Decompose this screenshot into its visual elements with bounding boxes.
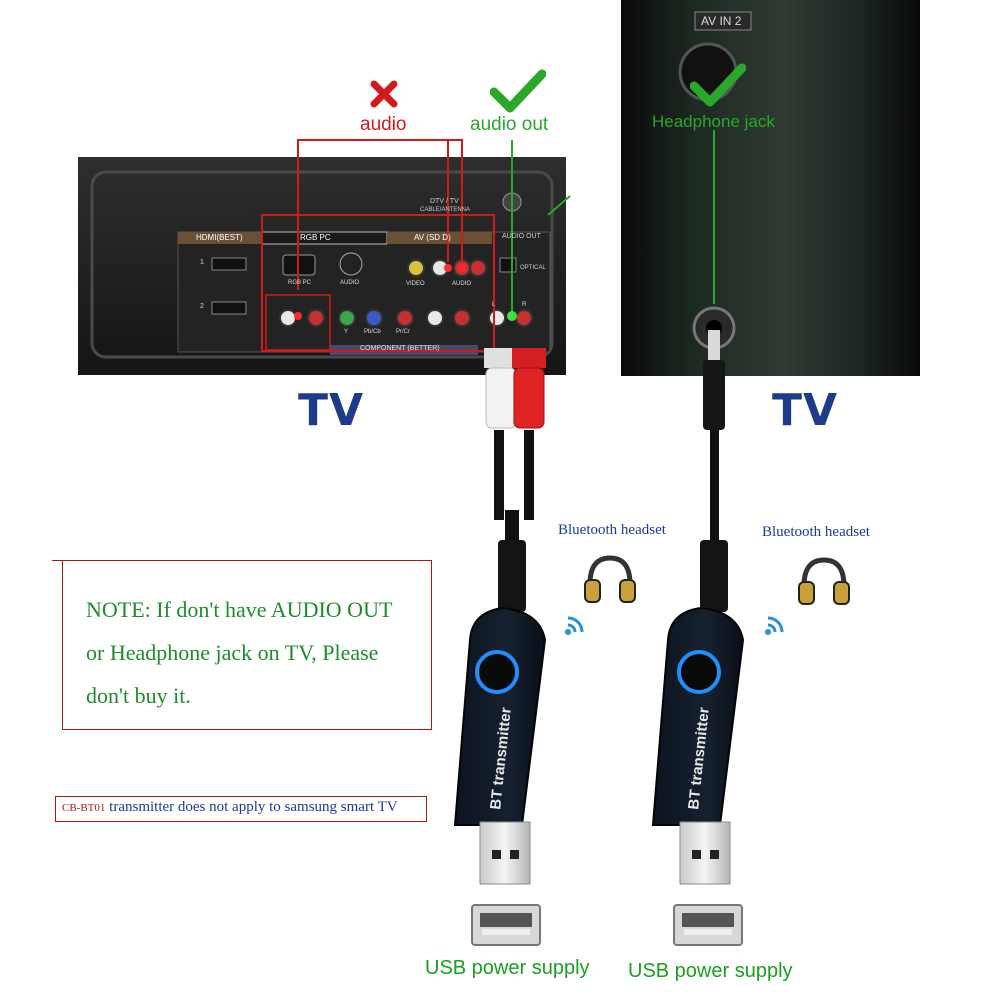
- video-port-label: VIDEO: [406, 281, 425, 287]
- audio-out-header: AUDIO OUT: [502, 233, 541, 240]
- usb-port-icon-right: [673, 904, 743, 946]
- optical-label: OPTICAL: [520, 265, 546, 271]
- rgb-port-label: RGB PC: [288, 280, 312, 286]
- note-line-2: or Headphone jack on TV, Please: [86, 640, 379, 665]
- rgb-pc-header: RGB PC: [300, 233, 331, 242]
- av-audio-label: AUDIO: [452, 281, 472, 287]
- hdmi-header: HDMI(BEST): [196, 233, 243, 242]
- hdmi2-label: 2: [200, 303, 204, 310]
- usb-power-label-right: USB power supply: [628, 960, 793, 982]
- hdmi1-label: 1: [200, 259, 204, 266]
- note-text: NOTE: If don't have AUDIO OUT or Headpho…: [86, 588, 426, 717]
- wifi-signal-icon-right: [765, 616, 784, 635]
- bt-headset-label-right: Bluetooth headset: [762, 524, 870, 540]
- wifi-signal-icon: [565, 616, 584, 635]
- audio-l-label: L: [492, 302, 496, 308]
- warning-prefix: CB-BT01: [62, 802, 106, 814]
- warning-text: CB-BT01 transmitter does not apply to sa…: [62, 799, 398, 816]
- av-header: AV (SD D): [414, 233, 451, 242]
- y-label: Y: [344, 329, 349, 335]
- audio-r-label: R: [522, 302, 527, 308]
- good-audio-out-label: audio out: [470, 114, 549, 135]
- check-mark-icon: [490, 69, 546, 113]
- dtv-label: DTV / TV: [430, 198, 459, 205]
- note-line-1: NOTE: If don't have AUDIO OUT: [86, 597, 393, 622]
- headphones-icon-right: [798, 557, 850, 605]
- warning-box: [55, 796, 427, 822]
- component-label: COMPONENT (BETTER): [360, 345, 440, 352]
- note-line-3: don't buy it.: [86, 683, 191, 708]
- headphone-jack-label: Headphone jack: [652, 112, 775, 131]
- check-mark-icon-right: [690, 63, 746, 107]
- bt-transmitter-left: [453, 606, 547, 826]
- warning-body: transmitter does not apply to samsung sm…: [105, 799, 398, 815]
- tv-label-left: TV: [298, 385, 365, 436]
- cable-label: CABLE/ANTENNA: [420, 207, 471, 213]
- pb-label: Pb/Cb: [364, 329, 381, 335]
- tv-label-right: TV: [772, 385, 839, 436]
- audio-port-label: AUDIO: [340, 280, 360, 286]
- x-mark-icon: [370, 80, 398, 108]
- bt-transmitter-right: [651, 606, 745, 826]
- note-box-tick: [52, 560, 62, 561]
- usb-power-label-left: USB power supply: [425, 957, 590, 979]
- usb-port-icon: [471, 904, 541, 946]
- note-box: [62, 560, 432, 730]
- av-in2-label: AV IN 2: [701, 14, 742, 28]
- headphones-icon: [584, 555, 636, 603]
- bt-headset-label-left: Bluetooth headset: [558, 522, 666, 538]
- bad-audio-label: audio: [360, 114, 407, 135]
- pr-label: Pr/Cr: [396, 329, 410, 335]
